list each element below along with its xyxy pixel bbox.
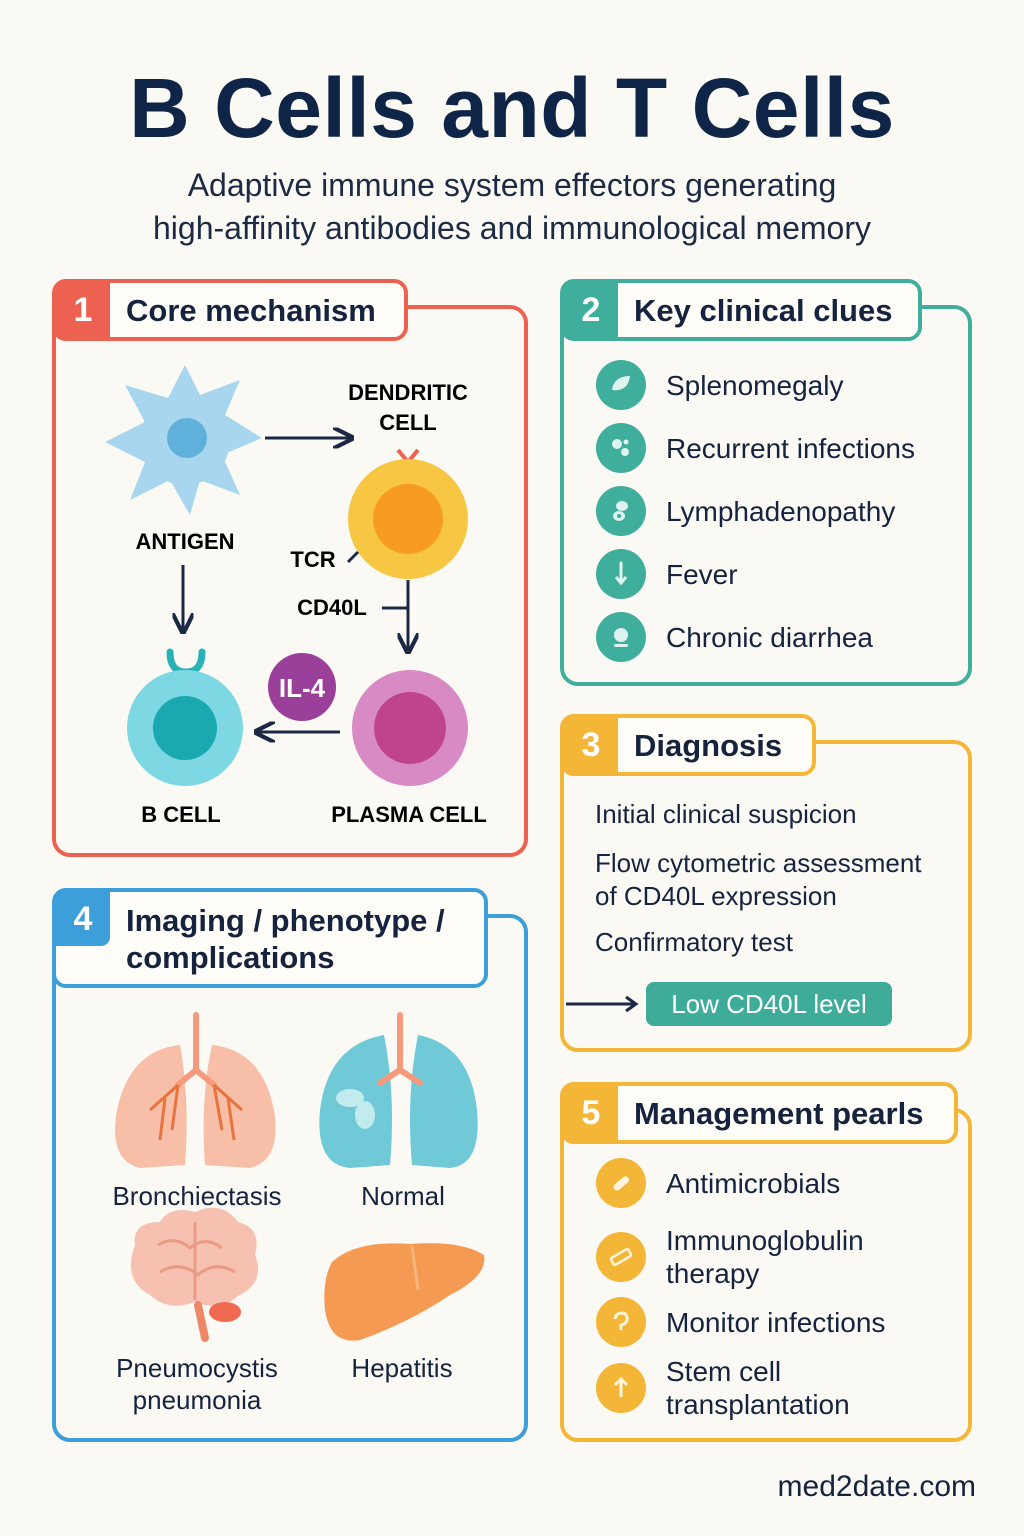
clue-item: Fever [596,549,738,599]
mechanism-number: 1 [56,283,110,337]
page-subtitle: Adaptive immune system effectors generat… [0,164,1024,250]
imaging-title-line-2: complications [126,940,335,975]
infusion-icon [596,1232,646,1282]
pearl-label-line-1: Immunoglobulin [666,1225,864,1256]
pearl-label: Monitor infections [666,1306,886,1338]
subtitle-line-1: Adaptive immune system effectors generat… [187,167,837,203]
diagnosis-step-2: Flow cytometric assessment of CD40L expr… [595,847,922,913]
lymph-node-icon [596,486,646,536]
clue-item: Chronic diarrhea [596,612,873,662]
subtitle-line-2: high-affinity antibodies and immunologic… [153,210,871,246]
pearl-label-line-2: transplantation [666,1389,850,1420]
imaging-tab: 4 Imaging / phenotype / complications [52,888,488,988]
diagnosis-step-2-line-2: of CD40L expression [595,881,837,911]
clue-item: Splenomegaly [596,360,843,410]
pearl-label-line-2: therapy [666,1258,760,1289]
imaging-panel [52,914,528,1442]
diagnosis-step-2-line-1: Flow cytometric assessment [595,848,922,878]
spleen-icon [596,360,646,410]
clue-item: Recurrent infections [596,423,915,473]
clues-number: 2 [564,283,618,337]
thermometer-icon [596,549,646,599]
management-number: 5 [564,1086,618,1140]
clue-item: Lymphadenopathy [596,486,895,536]
clues-tab: 2 Key clinical clues [560,279,922,341]
clue-label: Fever [666,558,738,590]
pcp-label-line-1: Pneumocystis [116,1353,278,1383]
diagnosis-arrow-icon [566,995,639,1013]
management-tab: 5 Management pearls [560,1082,958,1144]
clue-label: Recurrent infections [666,432,916,464]
pearl-label: Stem cell transplantation [666,1355,850,1421]
pearl-item: Immunoglobulin therapy [596,1224,864,1290]
pearl-label: Immunoglobulin therapy [666,1224,864,1290]
diagnosis-result-badge: Low CD40L level [646,982,892,1026]
clue-label: Lymphadenopathy [666,495,896,527]
pill-icon [596,1158,646,1208]
pearl-item: Monitor infections [596,1297,885,1347]
mechanism-panel [52,305,528,857]
clue-label: Splenomegaly [666,369,844,401]
mechanism-title: Core mechanism [126,292,376,328]
arrow-up-icon [596,1363,646,1413]
pearl-item: Antimicrobials [596,1158,840,1208]
diagnosis-tab: 3 Diagnosis [560,714,816,776]
diagnosis-title: Diagnosis [634,727,783,763]
page-title: B Cells and T Cells [129,61,895,155]
diagnosis-number: 3 [564,718,618,772]
clue-label: Chronic diarrhea [666,621,873,653]
mechanism-tab: 1 Core mechanism [52,279,408,341]
normal-label: Normal [361,1181,445,1211]
intestine-icon [596,612,646,662]
imaging-title-line-1: Imaging / phenotype / [126,903,445,938]
pearl-label-line-1: Stem cell [666,1356,782,1387]
clues-title: Key clinical clues [634,292,893,328]
pcp-label-line-2: pneumonia [132,1385,262,1415]
pcp-label: Pneumocystis pneumonia [92,1352,302,1416]
hepatitis-label: Hepatitis [351,1353,453,1383]
bronchiectasis-label: Bronchiectasis [112,1181,282,1211]
site-credit: med2date.com [777,1470,976,1503]
microbe-icon [596,423,646,473]
imaging-title: Imaging / phenotype / complications [110,892,445,984]
pearl-label: Antimicrobials [666,1167,841,1199]
imaging-number: 4 [56,892,110,946]
management-title: Management pearls [634,1095,924,1131]
pearl-item: Stem cell transplantation [596,1355,850,1421]
diagnosis-step-3: Confirmatory test [595,927,793,957]
monitor-icon [596,1297,646,1347]
diagnosis-step-1: Initial clinical suspicion [595,799,857,829]
